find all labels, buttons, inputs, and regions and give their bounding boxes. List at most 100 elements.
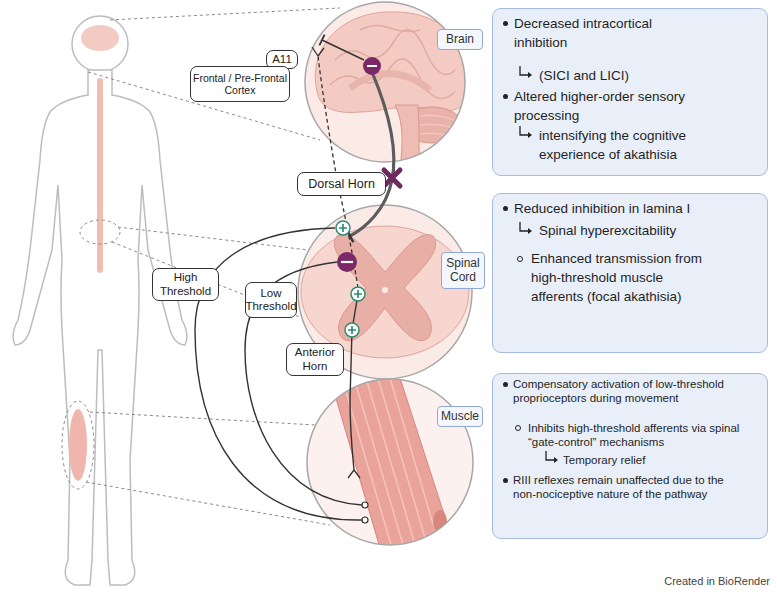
bullet-mark [503, 478, 508, 483]
info-text: Temporary relief [563, 453, 713, 467]
neural-pathway [319, 35, 324, 46]
spinal-cord-inset [334, 235, 435, 341]
muscle-inset [342, 378, 440, 548]
sub-arrow [528, 228, 532, 234]
label-text: High Threshold [155, 271, 216, 297]
info-text: Inhibits high-threshold afferents via sp… [528, 421, 753, 449]
sub-arrow [528, 72, 532, 78]
region-label: Frontal / Pre-Frontal Cortex [190, 66, 290, 102]
sub-arrow [517, 65, 535, 81]
brain-inset [305, 2, 471, 170]
bullet-mark [503, 94, 508, 99]
region-tag: Spinal Cord [441, 252, 485, 289]
info-text: Decreased intracortical inhibition [514, 14, 689, 52]
region-label: Anterior Horn [286, 343, 344, 376]
neural-pathway [195, 228, 362, 520]
human-figure [13, 70, 187, 585]
human-figure [69, 409, 87, 481]
spinal-cord-inset [301, 226, 469, 358]
label-text: A11 [272, 53, 292, 66]
neural-pathway [348, 470, 360, 478]
brain-inset [305, 2, 465, 162]
sub-arrow [517, 221, 535, 237]
sub-arrow [517, 125, 535, 141]
zoom-leader [62, 8, 340, 525]
muscle-inset [330, 378, 455, 548]
info-text: (SICI and LICI) [539, 66, 739, 85]
sub-arrow [554, 457, 558, 463]
sub-arrow [517, 221, 535, 237]
inhibitory-symbol [337, 57, 381, 272]
sub-arrow [543, 450, 561, 466]
zoom-leader [80, 220, 120, 244]
info-text: Spinal hyperexcitability [539, 221, 749, 240]
muscle-inset [307, 379, 473, 545]
neural-pathway [362, 502, 368, 508]
fiber-label: High Threshold [152, 268, 219, 301]
excitatory-symbols [345, 323, 359, 337]
sub-arrow [517, 65, 535, 81]
human-figure [72, 16, 128, 72]
neural-pathway [350, 72, 394, 236]
credit-label: Created in BioRender [600, 575, 770, 587]
region-label: Dorsal Horn [297, 172, 386, 196]
info-text: RIII reflexes remain unaffected due to t… [513, 473, 738, 501]
excitatory-symbols [202, 221, 365, 337]
brain-inset [360, 25, 420, 31]
zoom-leader [118, 227, 308, 250]
label-text: Low Threshold [245, 287, 296, 313]
sub-arrow [543, 450, 561, 466]
spinal-cord-inset [301, 226, 469, 358]
info-box: Decreased intracortical inhibition (SICI … [492, 8, 768, 176]
label-text: Frontal / Pre-Frontal Cortex [193, 72, 287, 96]
fiber-label: Low Threshold [245, 282, 297, 318]
inhibitory-symbol [337, 252, 357, 272]
bullet-mark [517, 256, 523, 262]
muscle-inset [433, 510, 447, 534]
label-text: Brain [446, 33, 474, 46]
bullet-mark [503, 206, 508, 211]
zoom-leader [88, 72, 320, 140]
excitatory-symbols [336, 221, 350, 235]
neural-pathway [362, 517, 368, 523]
zoom-leader [112, 242, 302, 318]
human-figure [81, 25, 119, 51]
lesion-cross [384, 170, 400, 186]
label-text: Dorsal Horn [308, 177, 375, 191]
neural-pathway [350, 294, 358, 470]
info-box: Compensatory activation of low-threshold… [492, 373, 768, 539]
brain-inset [315, 12, 471, 113]
sub-arrow [528, 132, 532, 138]
excitatory-symbols [351, 287, 365, 301]
info-box: Reduced inhibition in lamina I Spinal hyp… [492, 193, 768, 353]
brain-inset [330, 59, 455, 98]
label-text: Muscle [441, 410, 479, 423]
label-text: Spinal Cord [443, 257, 483, 283]
neural-pathway [195, 35, 394, 523]
spinal-cord-inset [382, 287, 388, 293]
muscle-inset [330, 378, 455, 548]
inhibitory-symbol [341, 261, 353, 263]
label-text: Anterior Horn [289, 346, 341, 372]
zoom-leader [86, 482, 330, 525]
neural-pathway [312, 47, 324, 56]
bullet-mark [503, 382, 508, 387]
lesion-cross [384, 170, 400, 186]
brain-inset [350, 73, 430, 90]
zoom-leader [110, 8, 340, 20]
inhibitory-symbol [367, 65, 377, 67]
region-tag: Muscle [437, 406, 483, 427]
neural-pathway [245, 262, 362, 505]
zoom-leader [90, 412, 315, 425]
info-text: Reduced inhibition in lamina I [514, 199, 754, 218]
info-text: Compensatory activation of low-threshold… [513, 377, 728, 405]
region-tag: Brain [437, 29, 483, 50]
info-text: Enhanced transmission from high-threshol… [531, 249, 711, 306]
muscle-inset [307, 378, 473, 548]
info-text: Altered higher-order sensory processing [514, 87, 719, 125]
sub-arrow [517, 125, 535, 141]
inhibitory-symbol [363, 57, 381, 75]
